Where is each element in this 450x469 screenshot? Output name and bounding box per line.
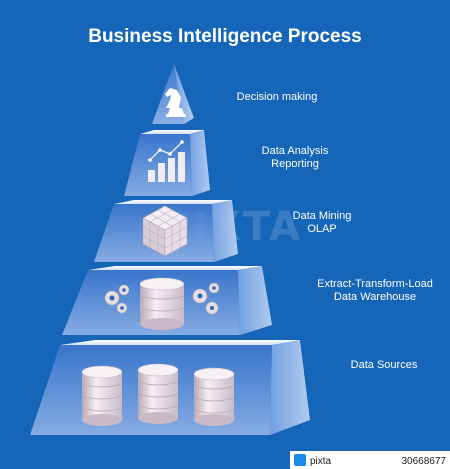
footer-id: 30668677 bbox=[402, 456, 447, 467]
level-top bbox=[140, 130, 204, 134]
level-side bbox=[190, 130, 210, 196]
label-decision-making: Decision making bbox=[237, 91, 318, 103]
pixta-logo-icon bbox=[294, 454, 306, 466]
level-top bbox=[60, 340, 300, 345]
level-top bbox=[114, 200, 232, 204]
label-reporting: Reporting bbox=[271, 158, 319, 170]
level-labels: Decision making Data Analysis Reporting … bbox=[215, 91, 445, 377]
level-side bbox=[212, 200, 238, 262]
label-data-sources: Data Sources bbox=[351, 359, 418, 371]
data-cube-icon bbox=[142, 205, 188, 257]
pyramid-level-data-sources bbox=[30, 340, 310, 435]
databases-icon bbox=[81, 363, 235, 426]
gears-database-icon bbox=[104, 277, 220, 330]
chess-knight-icon bbox=[165, 88, 186, 117]
pyramid-level-decision-making bbox=[152, 64, 194, 124]
pyramid-level-data-mining bbox=[94, 200, 238, 262]
footer-background bbox=[290, 451, 450, 469]
level-side bbox=[270, 340, 310, 435]
label-etl: Extract-Transform-Load bbox=[317, 278, 433, 290]
page-title: Business Intelligence Process bbox=[88, 26, 362, 47]
level-side bbox=[174, 64, 194, 124]
label-data-warehouse: Data Warehouse bbox=[334, 291, 416, 303]
label-olap: OLAP bbox=[307, 223, 336, 235]
label-data-mining: Data Mining bbox=[293, 210, 352, 222]
pyramid-level-data-analysis bbox=[124, 130, 210, 196]
bar-chart-icon bbox=[148, 140, 185, 182]
footer-bar: pixta 30668677 bbox=[290, 451, 450, 469]
pyramid-level-etl bbox=[62, 266, 272, 335]
level-side bbox=[238, 266, 272, 335]
label-data-analysis: Data Analysis bbox=[262, 145, 329, 157]
level-top bbox=[88, 266, 262, 270]
footer-brand: pixta bbox=[310, 456, 332, 467]
